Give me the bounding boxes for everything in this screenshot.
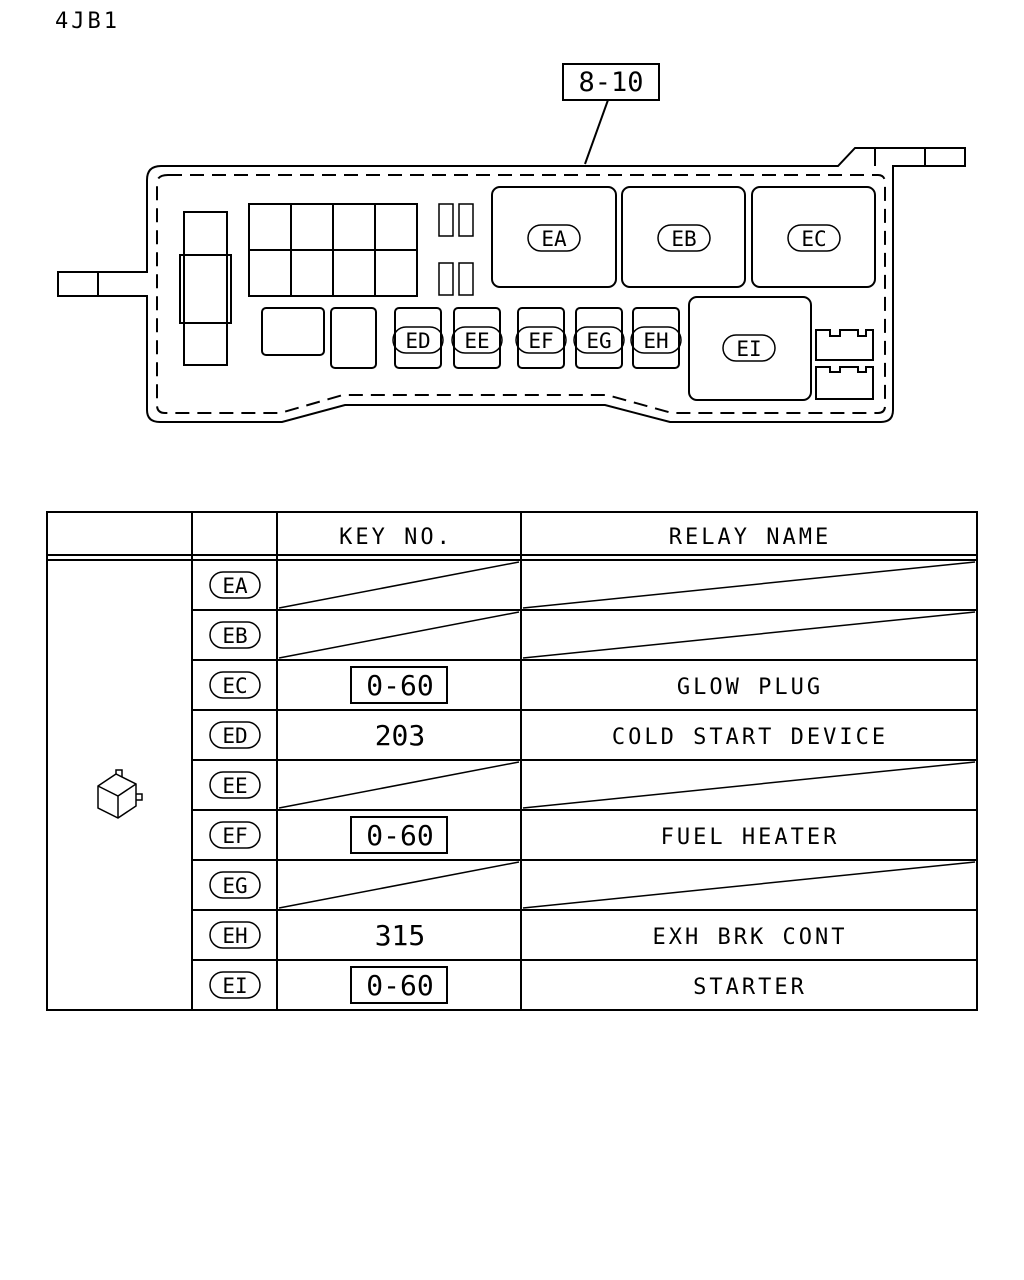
- svg-text:EF: EF: [528, 329, 553, 353]
- relay-slot-EC: [751, 186, 876, 288]
- plug-socket: [330, 307, 377, 369]
- svg-text:ED: ED: [405, 329, 430, 353]
- relay-slot-EH: [632, 307, 680, 369]
- row-code: EE: [222, 774, 247, 798]
- relay-slot-EA: [491, 186, 617, 288]
- table-row: EF 0-60 FUEL HEATER: [192, 809, 977, 854]
- svg-text:EI: EI: [736, 337, 761, 361]
- svg-text:EH: EH: [643, 329, 668, 353]
- code-badge-EI: EI: [722, 334, 776, 362]
- table-row: EG: [192, 859, 977, 909]
- engine-code: 4JB1: [55, 9, 120, 34]
- row-code-badge: EG: [209, 871, 261, 899]
- code-badge-EB: EB: [657, 224, 711, 252]
- row-code-badge: EA: [209, 571, 261, 599]
- relay-slot-EG: [575, 307, 623, 369]
- row-code: EA: [222, 574, 248, 598]
- key-no: 0-60: [366, 969, 433, 1002]
- empty-cell-slash: [522, 861, 976, 909]
- code-badge-EC: EC: [787, 224, 841, 252]
- row-code: EG: [222, 874, 247, 898]
- diode-sockets: [815, 329, 874, 400]
- empty-cell-slash: [278, 611, 520, 659]
- row-code-badge: EB: [209, 621, 261, 649]
- relay-slot-EF: [517, 307, 565, 369]
- relay-name: EXH BRK CONT: [653, 925, 848, 950]
- code-badge-EA: EA: [527, 224, 581, 252]
- table-row: EA: [209, 561, 976, 609]
- svg-text:EA: EA: [541, 227, 567, 251]
- key-no: 0-60: [366, 669, 433, 702]
- table-row: ED 203 COLD START DEVICE: [192, 709, 977, 752]
- relay-icon: [97, 769, 143, 819]
- empty-cell-slash: [278, 761, 520, 809]
- relay-table: KEY NO. RELAY NAME EA EB EC 0-60 GLOW PLUG ED…: [46, 511, 978, 1011]
- empty-cell-slash: [522, 761, 976, 809]
- row-code: EI: [222, 974, 247, 998]
- relay-slot-EI: [688, 296, 812, 401]
- row-code: EF: [222, 824, 247, 848]
- key-no: 0-60: [366, 819, 433, 852]
- table-row: EB: [192, 609, 977, 659]
- table-row: EC 0-60 GLOW PLUG: [192, 659, 977, 704]
- key-no-box: [350, 966, 448, 1004]
- svg-text:EG: EG: [586, 329, 611, 353]
- svg-text:EC: EC: [801, 227, 826, 251]
- row-code: EH: [222, 924, 247, 948]
- box-relay-labels: EA EB EC ED EE EF EG EH EI: [392, 224, 841, 362]
- fuse-relay-box: EA EB EC ED EE EF EG EH EI: [57, 147, 966, 423]
- plug-socket: [261, 307, 325, 356]
- relay-slot-ED: [394, 307, 442, 369]
- row-code: EB: [222, 624, 247, 648]
- reference-label: 8-10: [578, 67, 643, 98]
- relay-slot-EE: [453, 307, 501, 369]
- row-code-badge: EC: [209, 671, 261, 699]
- empty-cell-slash: [522, 561, 976, 609]
- code-badge-EF: EF: [515, 326, 567, 354]
- relay-name: GLOW PLUG: [677, 675, 823, 700]
- mini-fuses: [438, 203, 474, 296]
- row-code-badge: EH: [209, 921, 261, 949]
- fuse-block: [248, 203, 418, 297]
- code-badge-ED: ED: [392, 326, 444, 354]
- empty-cell-slash: [278, 561, 520, 609]
- key-no-box: [350, 816, 448, 854]
- svg-text:EB: EB: [671, 227, 696, 251]
- empty-cell-slash: [522, 611, 976, 659]
- header-key-no: KEY NO.: [339, 525, 453, 550]
- relay-name: FUEL HEATER: [661, 825, 840, 850]
- relay-name: COLD START DEVICE: [612, 725, 888, 750]
- table-row: EI 0-60 STARTER: [192, 959, 977, 1004]
- svg-text:EE: EE: [464, 329, 489, 353]
- relay-slot-EB: [621, 186, 746, 288]
- row-code-badge: EE: [209, 771, 261, 799]
- table-row: EE: [192, 759, 977, 809]
- code-badge-EE: EE: [451, 326, 503, 354]
- table-row: EH 315 EXH BRK CONT: [192, 909, 977, 952]
- empty-cell-slash: [278, 861, 520, 909]
- row-code: EC: [222, 674, 247, 698]
- code-badge-EH: EH: [630, 326, 682, 354]
- table-rows: EA EB EC 0-60 GLOW PLUG ED 203 COLD START DEVIC…: [192, 561, 977, 1004]
- side-connector: [179, 211, 232, 366]
- reference-callout: 8-10: [562, 63, 660, 165]
- row-code-badge: EF: [209, 821, 261, 849]
- row-code-badge: ED: [209, 721, 261, 749]
- row-code: ED: [222, 724, 247, 748]
- key-no: 315: [375, 919, 426, 952]
- header-relay-name: RELAY NAME: [669, 525, 831, 550]
- key-no-box: [350, 666, 448, 704]
- code-badge-EG: EG: [573, 326, 625, 354]
- relay-name: STARTER: [693, 975, 807, 1000]
- row-code-badge: EI: [209, 971, 261, 999]
- key-no: 203: [375, 719, 426, 752]
